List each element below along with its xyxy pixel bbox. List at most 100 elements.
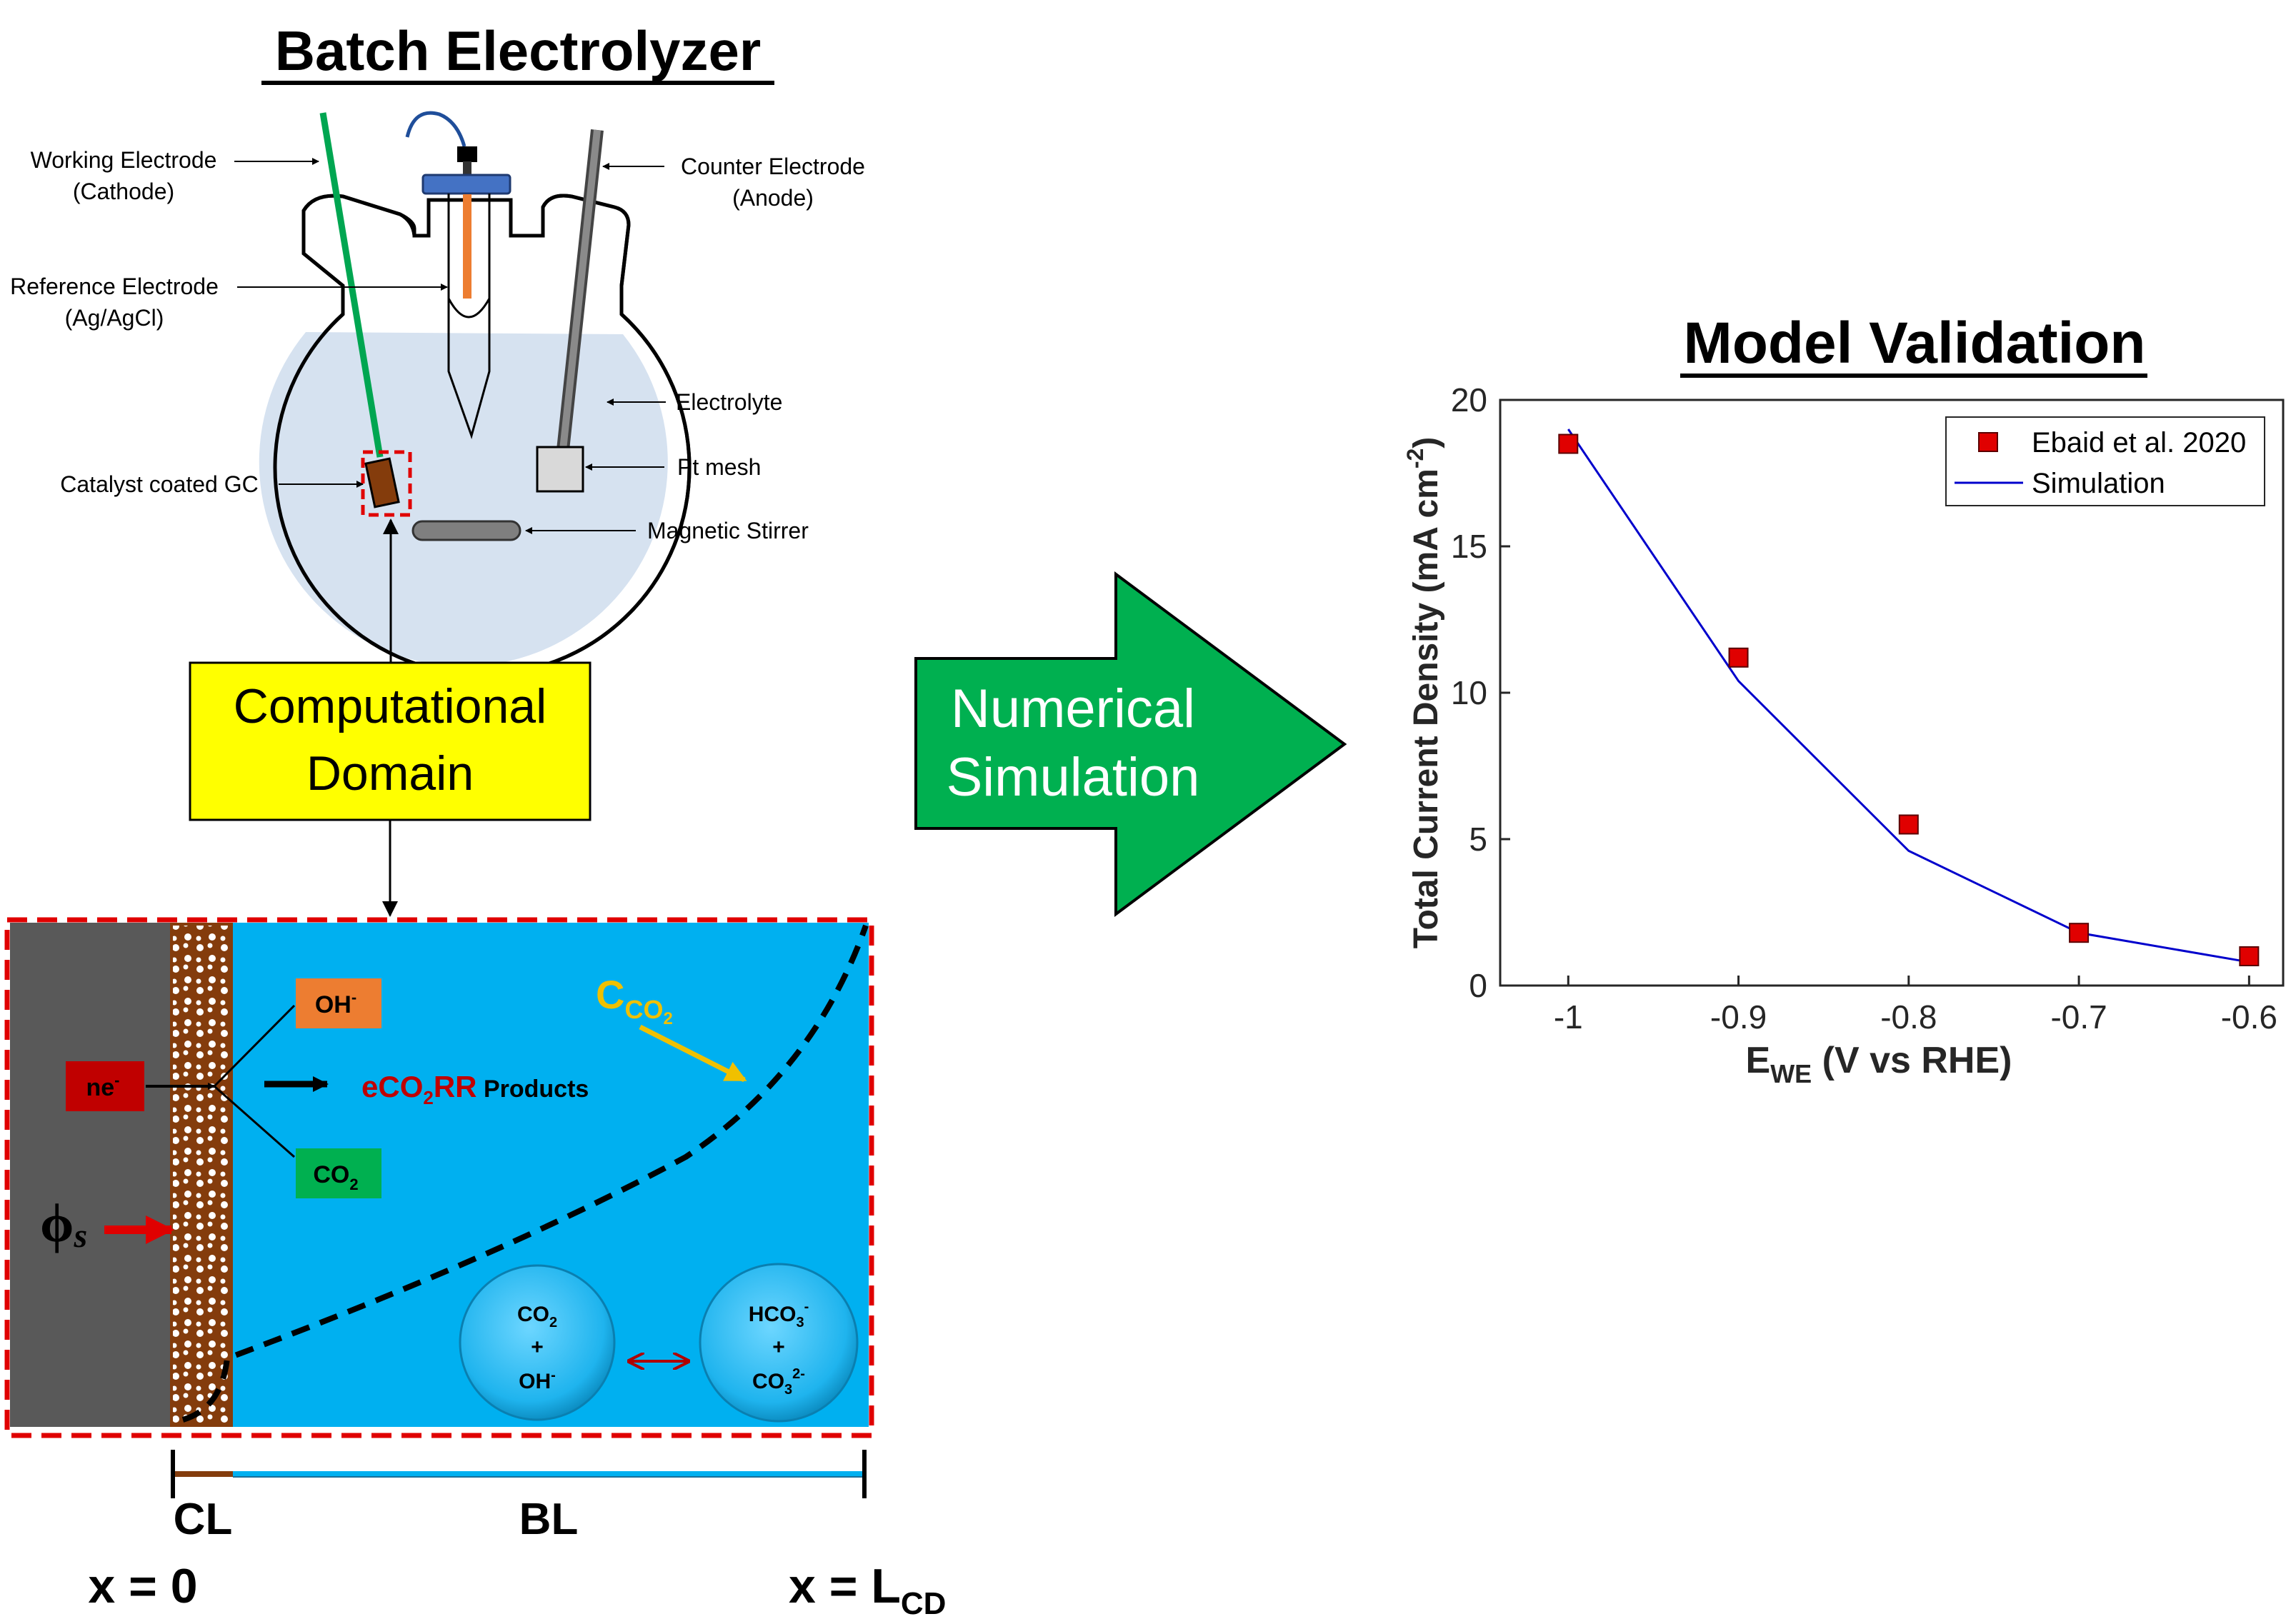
c-co2-sub: CO xyxy=(624,995,663,1024)
y-tick-label: 0 xyxy=(1469,967,1487,1004)
legend-label-simulation: Simulation xyxy=(2032,468,2165,499)
label-electrolyte: Electrolyte xyxy=(676,389,782,415)
reference-electrode-cap xyxy=(421,174,511,195)
chart-ylabel-main: Total Current Density (mA cm xyxy=(1407,468,1445,948)
computational-domain-line2: Domain xyxy=(306,746,474,801)
reaction-line-co2 xyxy=(214,1085,295,1158)
electron-box xyxy=(66,1061,144,1111)
bubble-left-oh-sup: - xyxy=(551,1368,556,1383)
label-pt-mesh: Pt mesh xyxy=(677,454,761,480)
bubble-left-plus: + xyxy=(531,1335,544,1359)
chart-xlabel: EWE (V vs RHE) xyxy=(1746,1040,2012,1088)
chart-ylabel-sup: -2 xyxy=(1402,448,1428,468)
green-arrow-shape xyxy=(914,571,1347,917)
c-co2-subsub: 2 xyxy=(663,1009,672,1028)
oh-box xyxy=(296,978,381,1028)
label-counter-electrode: Counter Electrode xyxy=(681,154,865,179)
counter-electrode-rod-shine xyxy=(559,129,601,451)
co2-sub: 2 xyxy=(349,1176,358,1193)
phi-label: ϕs xyxy=(40,1193,87,1255)
y-tick-label: 10 xyxy=(1451,674,1487,711)
electron-text: ne xyxy=(86,1074,114,1101)
chart-xlabel-e: E xyxy=(1746,1040,1771,1081)
bubble-right-co-sup: 2- xyxy=(792,1366,805,1382)
label-counter-electrode-sub: (Anode) xyxy=(732,185,814,211)
products-eco-sub: 2 xyxy=(423,1087,433,1108)
label-xl-sub: CD xyxy=(901,1586,947,1621)
bubble-right-hco-sub: 3 xyxy=(796,1315,804,1330)
co2-text: CO xyxy=(313,1161,349,1188)
c-co2-c: C xyxy=(596,972,624,1017)
ebaid-data-point xyxy=(2069,923,2090,943)
electron-charge: - xyxy=(114,1071,119,1089)
co2-box xyxy=(296,1148,381,1198)
bubble-left: CO2 + OH- xyxy=(459,1264,616,1421)
domain-dashed-border xyxy=(4,917,874,1438)
pt-mesh xyxy=(536,446,584,493)
bubble-right-hco: HCO xyxy=(749,1303,797,1326)
bubble-right-plus: + xyxy=(772,1335,785,1359)
x-tick-label: -0.8 xyxy=(1880,998,1937,1036)
oh-label: OH- xyxy=(315,988,356,1018)
label-cl: CL xyxy=(174,1495,233,1544)
bubble-right-circle xyxy=(699,1263,859,1423)
bubble-left-oh: OH xyxy=(519,1370,551,1393)
working-electrode-rod xyxy=(319,112,384,458)
ebaid-data-point xyxy=(1728,647,1749,668)
catalyst-coated-gc xyxy=(364,457,400,508)
reference-electrode-stem xyxy=(463,161,471,177)
x-tick-label: -0.6 xyxy=(2221,998,2277,1036)
computational-domain-box: Computational Domain xyxy=(189,661,592,917)
arrow-line1: Numerical xyxy=(951,678,1195,739)
bubble-left-circle xyxy=(459,1264,616,1421)
reference-electrode-wire xyxy=(463,194,471,299)
chart-ylabel-end: ) xyxy=(1407,437,1445,448)
label-working-electrode: Working Electrode xyxy=(31,147,217,173)
products-word: Products xyxy=(477,1076,589,1103)
x-tick-label: -0.7 xyxy=(2050,998,2107,1036)
legend-marker-ebaid xyxy=(1978,432,1998,452)
label-xl: x = LCD xyxy=(789,1559,946,1621)
numerical-simulation-arrow: Numerical Simulation xyxy=(914,571,1347,917)
label-bl: BL xyxy=(519,1495,579,1544)
bubble-left-line1: CO2 xyxy=(517,1303,557,1330)
computational-domain-rect xyxy=(189,661,592,821)
electrode-region xyxy=(10,923,171,1427)
reaction-line-oh xyxy=(213,1004,296,1088)
products-eco: eCO xyxy=(361,1070,423,1103)
reference-electrode-top xyxy=(457,146,477,162)
chart-legend: Ebaid et al. 2020 Simulation xyxy=(1945,416,2265,506)
phi-symbol: ϕ xyxy=(40,1193,74,1253)
bubble-left-co: CO xyxy=(517,1303,549,1326)
ebaid-data-point xyxy=(1898,814,1919,835)
phi-sub: s xyxy=(73,1217,87,1255)
catalyst-layer-pores xyxy=(173,926,230,1425)
products-label: eCO2RR Products xyxy=(361,1070,589,1108)
validation-title: Model Validation xyxy=(1684,311,2146,376)
bubble-right-line1: HCO3- xyxy=(749,1299,809,1330)
reference-electrode-frit xyxy=(447,298,491,319)
bubble-right-co-sub: 3 xyxy=(784,1382,792,1398)
simulation-line xyxy=(1567,428,2250,963)
label-catalyst: Catalyst coated GC xyxy=(60,471,258,497)
bubble-right: HCO3- + CO32- xyxy=(699,1263,859,1423)
magnetic-stirrer-bar xyxy=(411,520,521,541)
legend-box xyxy=(1945,416,2265,506)
label-x0: x = 0 xyxy=(88,1559,197,1613)
batch-electrolyzer-section: Batch Electrolyzer xyxy=(10,19,865,677)
reference-electrode-body xyxy=(447,194,491,439)
bubble-left-line3: OH- xyxy=(519,1368,556,1393)
chart-xlabel-rest: (V vs RHE) xyxy=(1812,1040,2012,1081)
legend-label-ebaid: Ebaid et al. 2020 xyxy=(2032,427,2246,458)
bubble-right-line3: CO32- xyxy=(752,1366,805,1398)
co2-label: CO2 xyxy=(313,1161,358,1193)
co2-concentration-profile xyxy=(181,924,869,1423)
products-rr: RR xyxy=(434,1070,477,1103)
label-magnetic-stirrer: Magnetic Stirrer xyxy=(647,518,809,543)
bubble-left-co-sub: 2 xyxy=(549,1315,557,1330)
chart-ylabel: Total Current Density (mA cm-2) xyxy=(1402,437,1445,949)
oh-text: OH xyxy=(315,991,351,1018)
bubble-right-hco-sup: - xyxy=(804,1299,809,1315)
